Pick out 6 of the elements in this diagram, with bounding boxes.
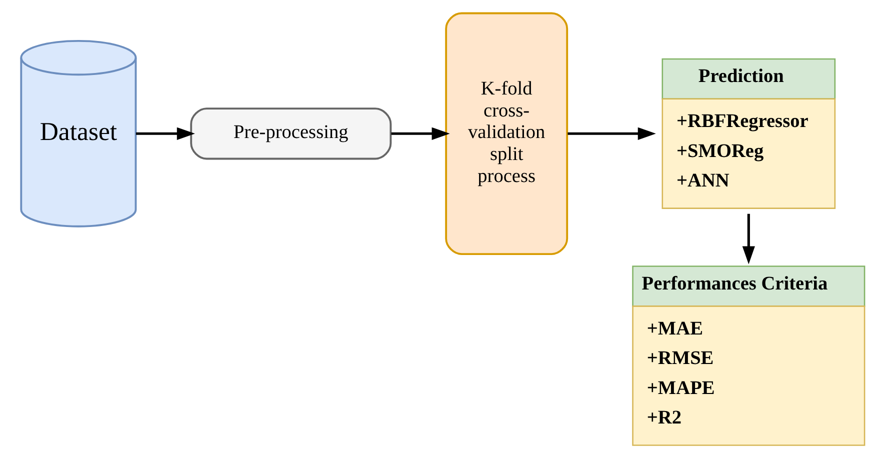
arrow bbox=[391, 127, 450, 140]
node-box: K-fold cross-validation split process bbox=[445, 12, 568, 255]
arrow bbox=[568, 127, 656, 140]
node-box: Pre-processing bbox=[190, 108, 392, 160]
arrow bbox=[742, 214, 755, 264]
arrow bbox=[136, 127, 195, 140]
